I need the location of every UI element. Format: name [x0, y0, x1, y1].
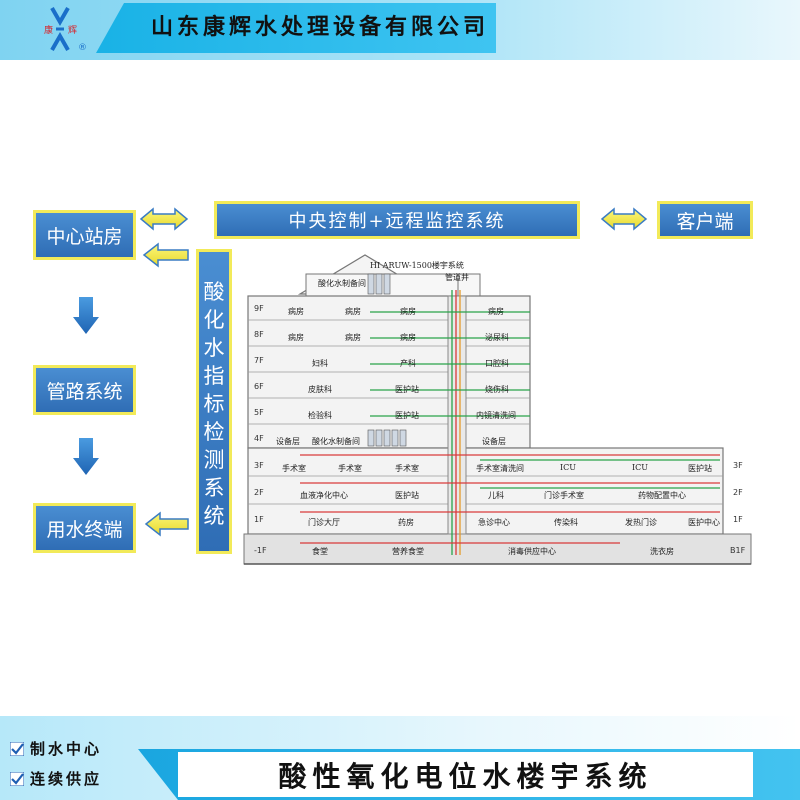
detection-system-box: 酸 化 水 指 标 检 测 系 统: [196, 249, 232, 554]
left-arrow-icon: [142, 242, 189, 268]
room-label: 营养食堂: [392, 547, 424, 556]
room-label: 手术室: [282, 464, 306, 473]
room-label: 酸化水制备间: [312, 437, 360, 446]
detection-char: 酸: [203, 279, 225, 304]
logo-char-right: 辉: [68, 25, 77, 36]
room-label: 产科: [400, 359, 416, 368]
room-label: 手术室清洗间: [476, 464, 524, 473]
central-control-box: 中央控制+远程监控系统: [214, 201, 580, 239]
building-illustration: [243, 254, 752, 565]
room-label: 儿科: [488, 491, 504, 500]
room-label: 设备层: [482, 437, 506, 446]
roof-room-label: 酸化水制备间: [318, 279, 366, 288]
water-terminal-box: 用水终端: [33, 503, 136, 553]
room-label: 发热门诊: [625, 518, 657, 527]
feature-item: 制水中心: [10, 738, 102, 759]
detection-char: 检: [203, 419, 225, 444]
floor-label: 1F: [254, 515, 264, 524]
floor-label: 3F: [733, 461, 743, 470]
pipeline-system-box: 管路系统: [33, 365, 136, 415]
room-label: 医护站: [395, 491, 419, 500]
room-label: 门诊大厅: [308, 518, 340, 527]
room-label: 门诊手术室: [544, 491, 584, 500]
roof-system-label: HI ARUW-1500楼宇系统: [370, 261, 464, 270]
left-arrow-icon: [144, 511, 189, 537]
detection-char: 系: [203, 475, 225, 500]
page-title: 酸性氧化电位水楼宇系统: [178, 752, 753, 797]
floor-label: 3F: [254, 461, 264, 470]
room-label: 泌尿科: [485, 333, 509, 342]
room-label: 医护站: [395, 411, 419, 420]
room-label: 口腔科: [485, 359, 509, 368]
room-label: 医护站: [395, 385, 419, 394]
logo-char-left: 康: [44, 24, 53, 36]
detection-char: 指: [203, 363, 225, 388]
floor-label: 1F: [733, 515, 743, 524]
room-label: 病房: [345, 307, 361, 316]
room-label: 手术室: [338, 464, 362, 473]
room-label: 急诊中心: [478, 518, 510, 527]
floor-label: 5F: [254, 408, 264, 417]
feature-list: 制水中心 连续供应: [0, 720, 145, 800]
room-label: 病房: [288, 307, 304, 316]
checkmark-icon: [10, 741, 24, 756]
down-arrow-icon: [73, 438, 99, 475]
room-label: 皮肤科: [308, 385, 332, 394]
detection-char: 测: [203, 447, 225, 472]
room-label: 医护站: [688, 464, 712, 473]
room-label: 设备层: [276, 437, 300, 446]
floor-label: 7F: [254, 356, 264, 365]
room-label: 食堂: [312, 547, 328, 556]
room-label: 病房: [288, 333, 304, 342]
company-name: 山东康辉水处理设备有限公司: [150, 14, 489, 40]
room-label: ICU: [560, 463, 577, 472]
double-arrow-icon: [600, 207, 648, 231]
pipe-shaft-label: 管道井: [445, 273, 469, 282]
feature-text: 制水中心: [30, 740, 103, 758]
room-label: 病房: [400, 333, 416, 342]
floor-label: 9F: [254, 304, 264, 313]
floor-label: -1F: [254, 546, 267, 555]
room-label: 药物配置中心: [638, 491, 686, 500]
down-arrow-icon: [73, 297, 99, 334]
detection-char: 统: [203, 503, 225, 528]
room-label: 药房: [398, 518, 414, 527]
room-label: 内镜清洗间: [476, 411, 516, 420]
room-label: 传染科: [554, 518, 578, 527]
room-label: 洗衣房: [650, 547, 674, 556]
room-label: 妇科: [312, 359, 328, 368]
client-box: 客户端: [657, 201, 753, 239]
room-label: 病房: [345, 333, 361, 342]
room-label: 手术室: [395, 464, 419, 473]
logo-icon: 康 辉 ®: [44, 7, 87, 53]
room-label: 病房: [400, 307, 416, 316]
floor-label: 6F: [254, 382, 264, 391]
room-label: 病房: [488, 307, 504, 316]
room-label: 检验科: [308, 411, 332, 420]
logo-registered-mark: ®: [78, 43, 87, 53]
company-logo: 康 辉 ®: [0, 0, 150, 60]
room-label: 消毒供应中心: [508, 547, 556, 556]
room-label: 医护中心: [688, 518, 720, 527]
double-arrow-icon: [139, 207, 189, 231]
room-label: 血液净化中心: [300, 491, 348, 500]
room-label: 烧伤科: [485, 385, 509, 394]
floor-label: 8F: [254, 330, 264, 339]
detection-char: 标: [203, 391, 225, 416]
room-label: ICU: [632, 463, 649, 472]
floor-label: 2F: [733, 488, 743, 497]
building-labels: HI ARUW-1500楼宇系统 酸化水制备间 管道井 9F 8F 7F 6F …: [240, 250, 755, 568]
company-name-band: [96, 3, 496, 53]
feature-text: 连续供应: [30, 770, 103, 788]
center-station-box: 中心站房: [33, 210, 136, 260]
checkmark-icon: [10, 771, 24, 786]
detection-char: 化: [203, 307, 225, 332]
feature-item: 连续供应: [10, 768, 102, 789]
detection-char: 水: [203, 335, 225, 360]
floor-label: 2F: [254, 488, 264, 497]
floor-label: 4F: [254, 434, 264, 443]
floor-label: B1F: [730, 546, 746, 555]
